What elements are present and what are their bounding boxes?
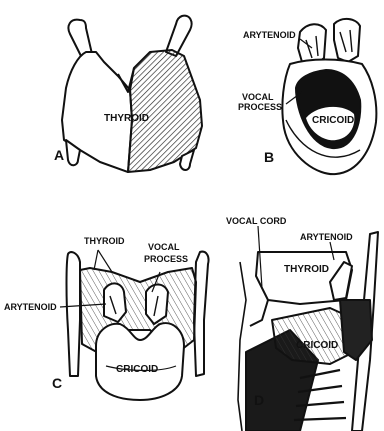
panel-c-cricoid-label: CRICOID — [116, 364, 158, 375]
panel-b-letter: B — [264, 149, 274, 165]
thyroid-wing-left — [67, 252, 81, 376]
panel-a-letter: A — [54, 147, 64, 163]
cricoid-lamina — [96, 323, 184, 400]
panel-c-letter: C — [52, 375, 62, 391]
panel-d-vocal-cord-label: VOCAL CORD — [226, 216, 287, 226]
panel-b-process-label: PROCESS — [238, 102, 282, 112]
panel-c-vocal-label: VOCAL — [148, 242, 180, 252]
arytenoid-right — [334, 19, 360, 62]
panel-b-cricoid-label: CRICOID — [312, 115, 354, 126]
panel-b-vocal-label: VOCAL — [242, 92, 274, 102]
panel-a-thyroid-label: THYROID — [104, 113, 149, 124]
thyroid-wing-right — [194, 252, 209, 376]
panel-d-arytenoid-label: ARYTENOID — [300, 232, 353, 242]
panel-c-process-label: PROCESS — [144, 254, 188, 264]
panel-c-arytenoid-label: ARYTENOID — [4, 302, 57, 312]
panel-b-arytenoid-label: ARYTENOID — [243, 30, 296, 40]
panel-d-thyroid-label: THYROID — [284, 264, 329, 275]
panel-d-letter: D — [254, 392, 264, 408]
panel-a — [62, 16, 202, 172]
panel-c-thyroid-label: THYROID — [84, 236, 125, 246]
arytenoid-left — [104, 283, 126, 322]
panel-c — [67, 252, 209, 400]
panel-c-thyroid-leader — [94, 250, 98, 270]
panel-d-cricoid-label: CRICOID — [296, 340, 338, 351]
